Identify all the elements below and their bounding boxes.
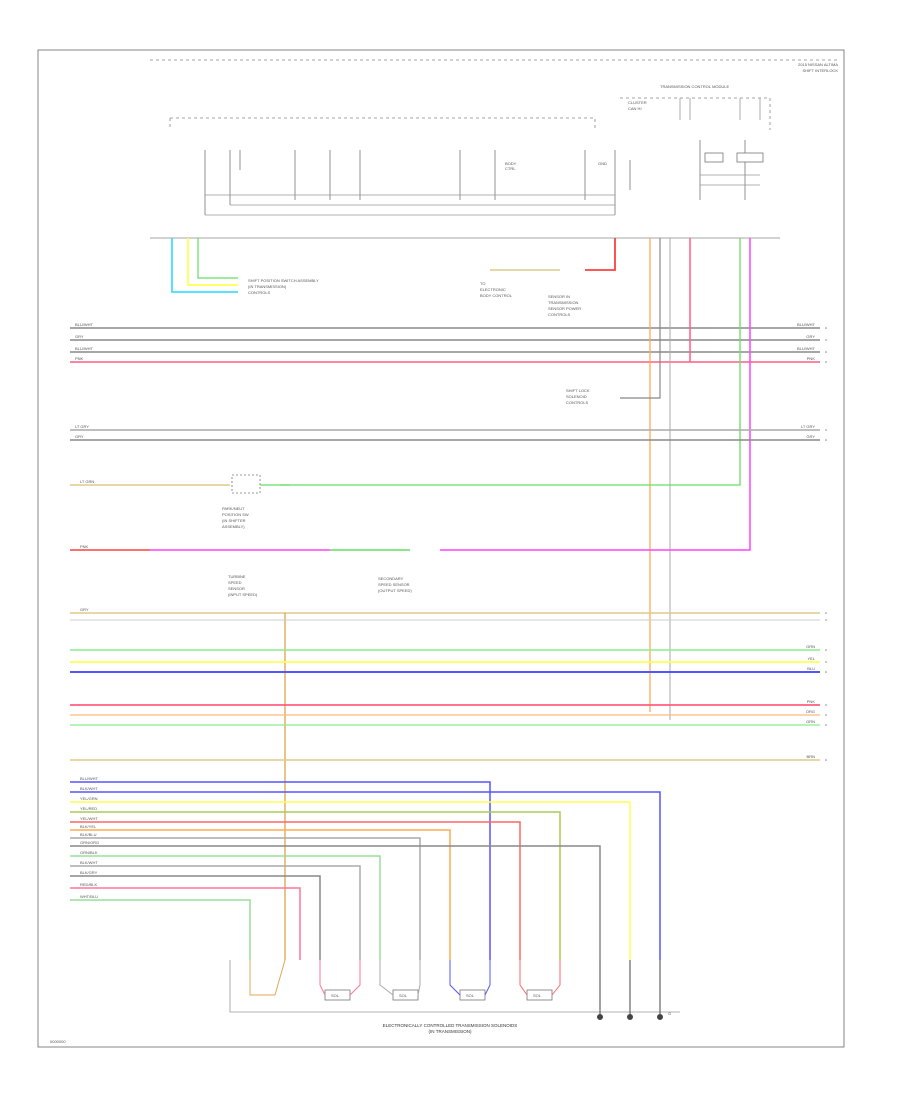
left-connector-label-2: (IN TRANSMISSION) (248, 284, 287, 289)
bottom-caption-2: (IN TRANSMISSION) (429, 1029, 472, 1034)
speed-3: SENSOR (228, 586, 245, 591)
body-ref-1: SENSOR IN (548, 294, 570, 299)
shift-lock-1: SHIFT LOCK (566, 388, 590, 393)
single-green-label: LT GRN (80, 479, 94, 484)
svg-text:BLK/BLU: BLK/BLU (80, 832, 97, 837)
body-ref-3: SENSOR POWER (548, 306, 581, 311)
park-switch-box (231, 474, 261, 494)
bus1-right-1: BLU/WHT (797, 322, 816, 327)
park-sw-3: (IN SHIFTER (222, 518, 246, 523)
park-sw-2: POSITION SW (222, 512, 249, 517)
yellow-wire (187, 238, 238, 286)
mid-right-7: BRN (807, 754, 816, 759)
module-bracket (169, 117, 596, 130)
footer-id: 0000000 (50, 1039, 66, 1044)
svg-text:WHT/BLU: WHT/BLU (80, 894, 98, 899)
bus1-right-2: GRY (806, 334, 815, 339)
svg-text:BLK/WHT: BLK/WHT (80, 860, 98, 865)
bottom-caption-1: ELECTRONICALLY CONTROLLED TRANSMISSION S… (383, 1023, 518, 1028)
header-title: 2015 NISSAN ALTIMA (798, 62, 838, 67)
green-stub (197, 238, 238, 279)
red-drop (585, 238, 616, 271)
bus-1 (70, 327, 820, 363)
body-ref-4: CONTROLS (548, 312, 571, 317)
mid-right-2: YEL (807, 656, 815, 661)
pin-label-a: BODY (505, 161, 517, 166)
module-label: TRANSMISSION CONTROL MODULE (660, 84, 730, 89)
mid-yellow-label: GRY (80, 607, 89, 612)
bus2-label-1: LT GRY (75, 424, 89, 429)
svg-text:YEL/GRN: YEL/GRN (80, 796, 98, 801)
speed-1: TURBINE (228, 574, 246, 579)
relay-wires (679, 98, 761, 186)
mid-right-4: PNK (807, 699, 816, 704)
gray-vertical (620, 238, 661, 399)
speed-2: SPEED (228, 580, 242, 585)
park-sw-4: ASSEMBLY) (222, 524, 245, 529)
bus1-right-3: BLU/WHT (797, 346, 816, 351)
ground-symbols (597, 960, 663, 1020)
bus1-label-4: PNK (75, 356, 84, 361)
mid-right-3: BLU (807, 666, 815, 671)
mid-ref-2: ELECTRONIC (480, 287, 506, 292)
pin-label-c: GND (598, 161, 607, 166)
left-connector-label: SHIFT POSITION SWITCH ASSEMBLY (248, 278, 319, 283)
svg-text:BLU/WHT: BLU/WHT (80, 776, 99, 781)
cyan-wire (171, 238, 238, 293)
lower-labels: BLU/WHT BLK/WHT YEL/GRN YEL/RED YEL/WHT … (80, 776, 99, 899)
module-pins (204, 140, 746, 215)
bus1-right-4: PNK (807, 356, 816, 361)
svg-text:RED/BLK: RED/BLK (80, 882, 97, 887)
svg-text:YEL/RED: YEL/RED (80, 806, 97, 811)
right-edge-markers (825, 327, 827, 761)
center-2: SPEED SENSOR (378, 582, 410, 587)
svg-text:BLK/GRY: BLK/GRY (80, 870, 98, 875)
header-subtitle: SHIFT INTERLOCK (803, 68, 839, 73)
single-pink-label: PNK (80, 544, 89, 549)
solenoid-3-label: SOL (466, 993, 475, 998)
relay-box-2 (736, 152, 764, 163)
bus2-right-1: LT GRY (801, 424, 815, 429)
body-ref-2: TRANSMISSION (548, 300, 579, 305)
solenoid-2-label: SOL (399, 993, 408, 998)
magenta-vertical (440, 238, 751, 551)
left-connector-label-3: CONTROLS (248, 290, 271, 295)
solenoid-loops (249, 959, 561, 996)
relay-sublabel: CAN HI (628, 106, 642, 111)
pin-label-b: CTRL (505, 166, 516, 171)
mid-ref-3: BODY CONTROL (480, 293, 513, 298)
mid-right-6: GRN (806, 719, 815, 724)
svg-text:YEL/WHT: YEL/WHT (80, 816, 98, 821)
shift-lock-2: SOLENOID (566, 394, 587, 399)
bus2-right-2: GRY (806, 434, 815, 439)
bus1-label-3: BLU/WHT (75, 346, 94, 351)
bus1-label-1: BLU/WHT (75, 322, 94, 327)
lower-harness (70, 781, 661, 960)
center-1: SECONDARY (378, 576, 404, 581)
speed-4: (INPUT SPEED) (228, 592, 258, 597)
module-bracket-right (620, 97, 771, 130)
svg-text:BLK/WHT: BLK/WHT (80, 786, 98, 791)
ground-label: G (668, 1011, 671, 1016)
shift-lock-3: CONTROLS (566, 400, 589, 405)
solenoid-1-label: SOL (331, 993, 340, 998)
svg-text:GRN/BLK: GRN/BLK (80, 850, 98, 855)
module-trace (205, 194, 615, 216)
bus1-label-2: GRY (75, 334, 84, 339)
bus2-label-2: GRY (75, 434, 84, 439)
park-sw-1: PARK/NEUT (222, 506, 245, 511)
green-vertical (280, 238, 741, 486)
mid-right-5: ORG (806, 709, 815, 714)
relay-box-1 (704, 152, 724, 163)
diagram-frame (37, 49, 845, 1048)
svg-text:BLK/YEL: BLK/YEL (80, 824, 97, 829)
solenoid-4-label: SOL (533, 993, 542, 998)
mid-right-1: GRN (806, 644, 815, 649)
center-3: (OUTPUT SPEED) (378, 588, 412, 593)
relay-label: CLUSTER (628, 100, 647, 105)
bottom-bracket (229, 960, 680, 1013)
svg-text:GRN/ORG: GRN/ORG (80, 840, 99, 845)
mid-ref-1: TO (480, 281, 485, 286)
